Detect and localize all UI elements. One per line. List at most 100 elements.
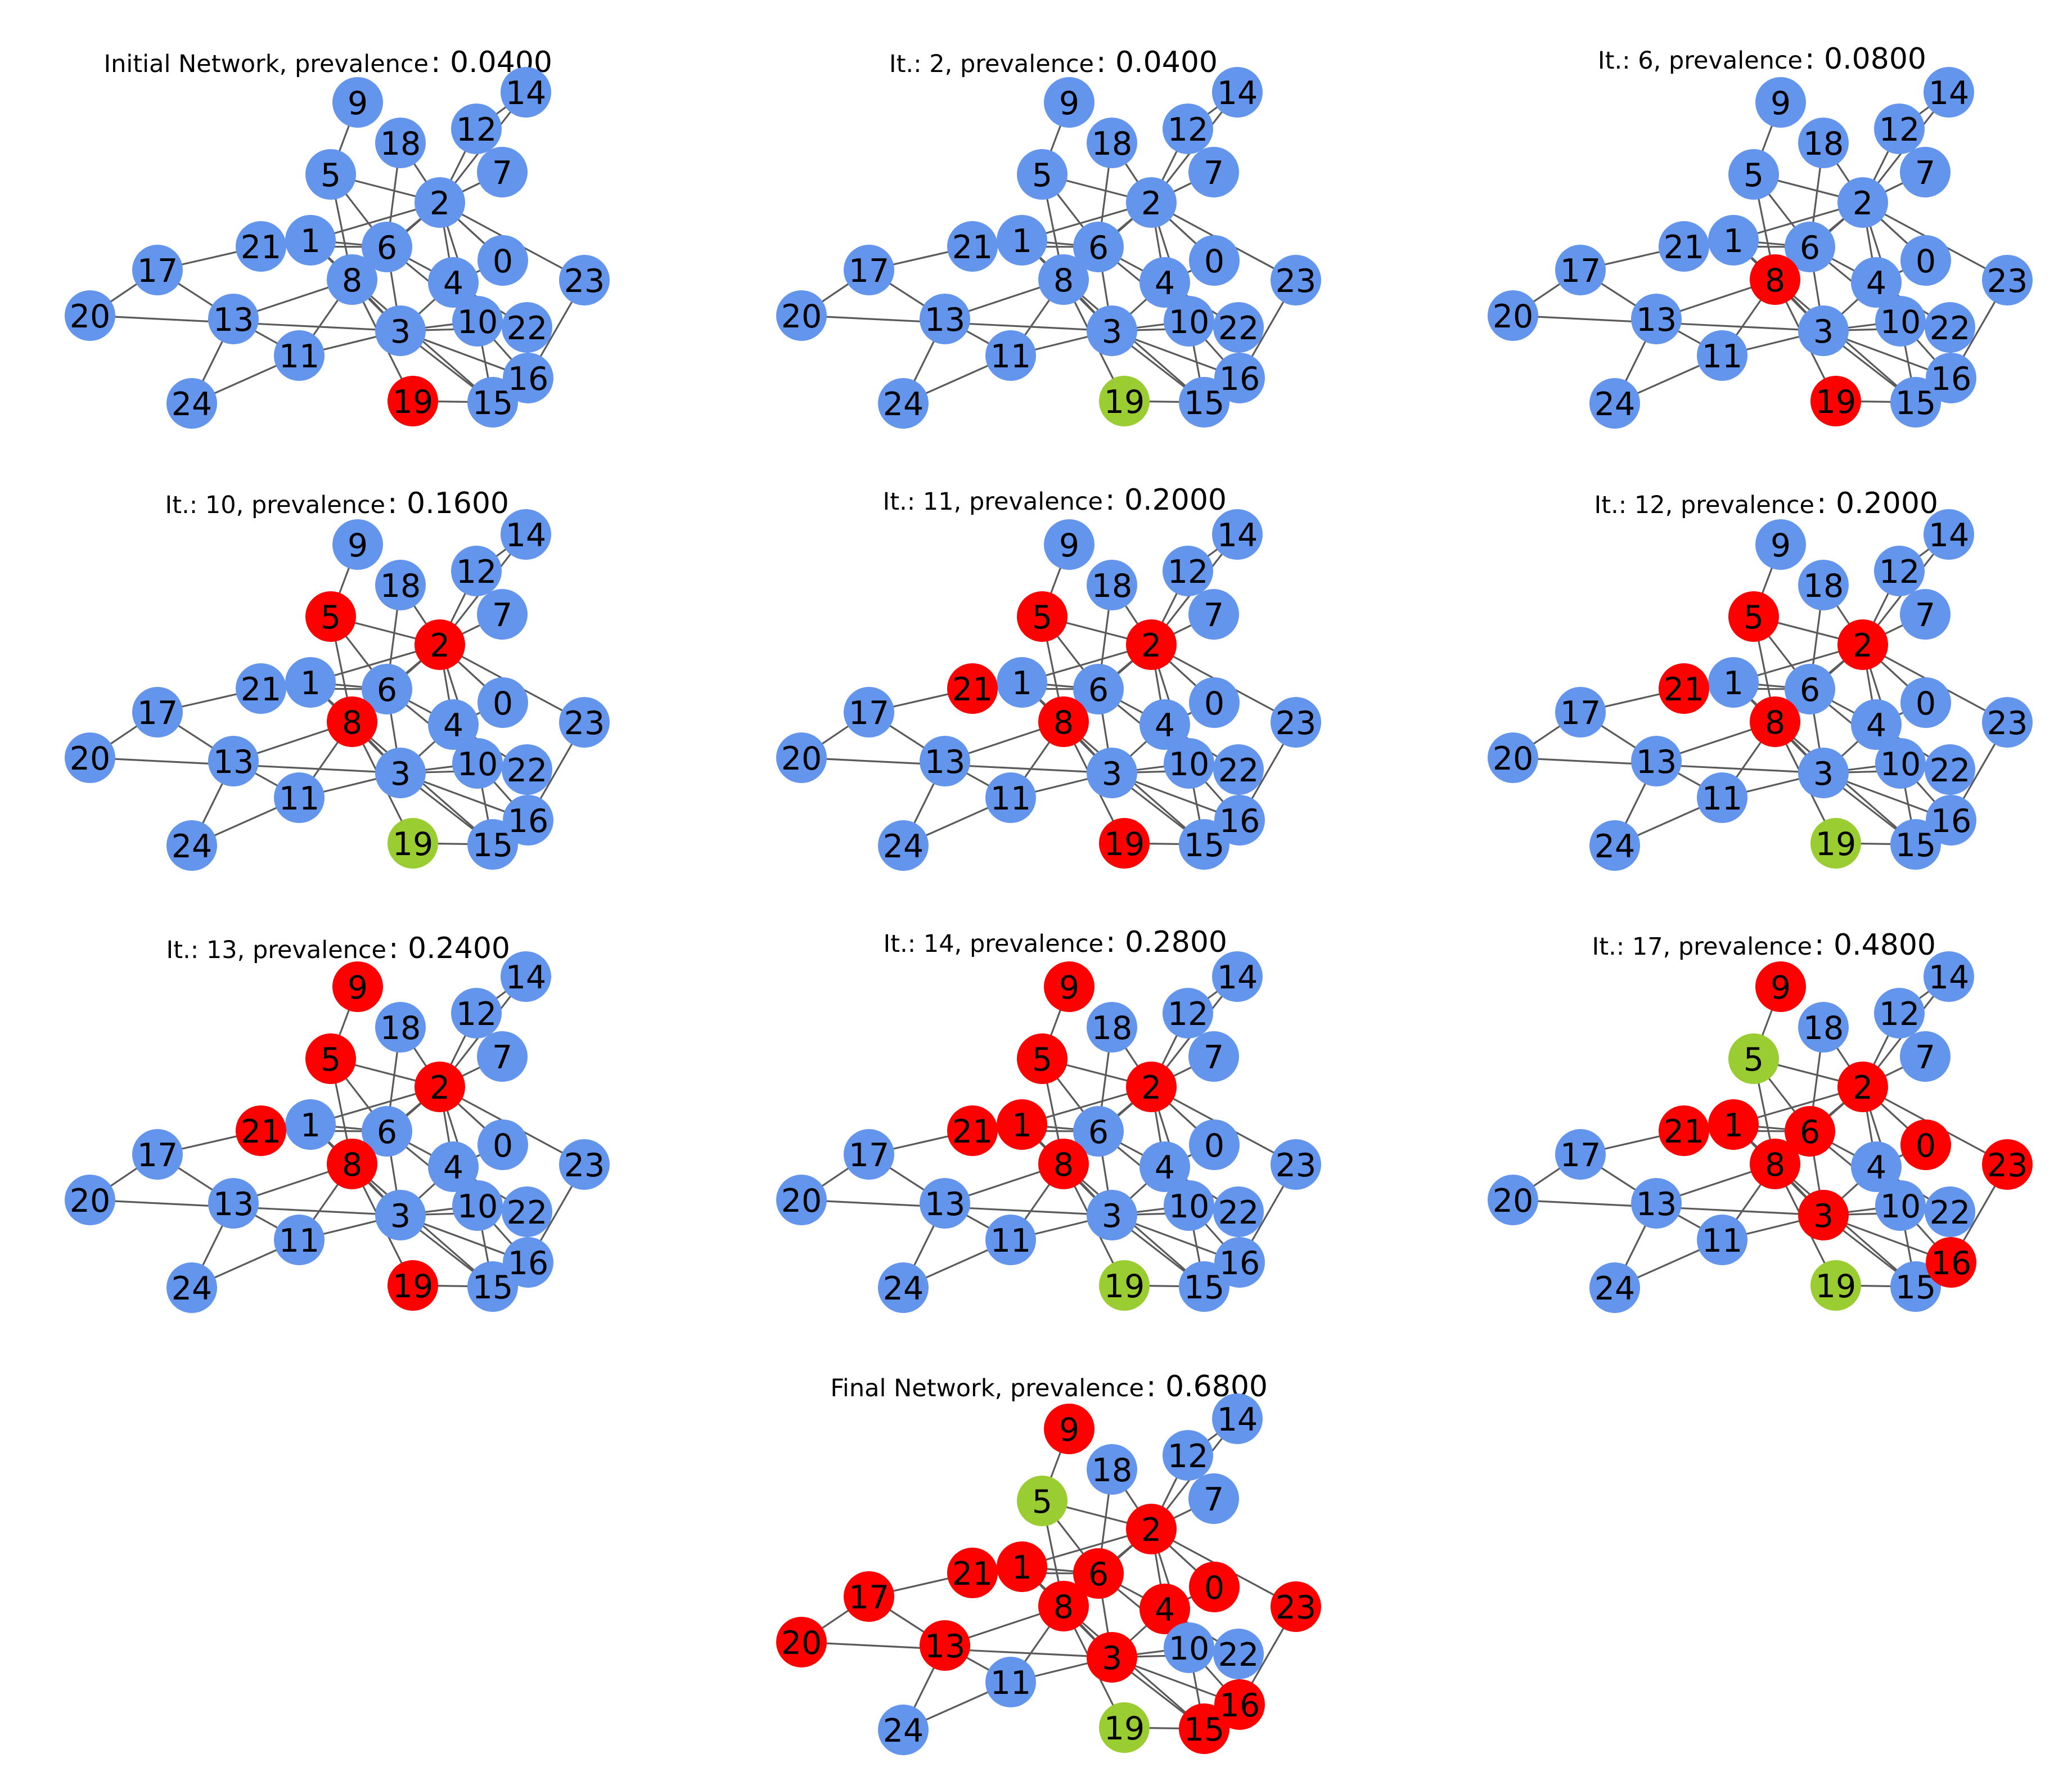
node-label: 10 xyxy=(1169,304,1210,341)
node-label: 1 xyxy=(1012,665,1032,702)
node-label: 8 xyxy=(1765,262,1785,299)
node-circle-susceptible xyxy=(1900,1031,1951,1082)
node-circle-susceptible xyxy=(452,738,503,789)
node-circle-infected xyxy=(947,663,998,714)
node-label: 3 xyxy=(390,1198,411,1235)
node-3: 3 xyxy=(1087,748,1137,798)
node-18: 18 xyxy=(375,118,426,168)
node-2: 2 xyxy=(1126,619,1177,670)
node-circle-susceptible xyxy=(208,1178,259,1229)
node-label: 20 xyxy=(70,298,111,335)
node-21: 21 xyxy=(1659,1105,1709,1156)
node-label: 11 xyxy=(990,780,1032,817)
node-label: 0 xyxy=(1916,243,1936,280)
node-label: 6 xyxy=(1800,1114,1820,1151)
node-12: 12 xyxy=(1163,988,1213,1038)
node-16: 16 xyxy=(1214,795,1265,846)
node-3: 3 xyxy=(1798,748,1849,798)
node-circle-recovered xyxy=(1099,376,1150,426)
node-label: 11 xyxy=(279,1222,320,1260)
node-6: 6 xyxy=(1785,664,1835,714)
node-3: 3 xyxy=(1798,1190,1849,1240)
node-2: 2 xyxy=(415,1062,465,1112)
node-circle-infected xyxy=(415,1062,465,1112)
node-5: 5 xyxy=(305,1033,356,1084)
node-label: 0 xyxy=(493,1127,513,1164)
node-circle-susceptible xyxy=(1798,305,1849,356)
node-circle-susceptible xyxy=(1697,330,1747,381)
node-label: 2 xyxy=(1141,1069,1161,1107)
node-circle-susceptible xyxy=(1697,772,1747,823)
node-9: 9 xyxy=(332,77,383,128)
node-circle-susceptible xyxy=(1874,104,1925,154)
node-label: 7 xyxy=(1915,155,1935,192)
node-label: 3 xyxy=(1813,313,1834,350)
node-label: 19 xyxy=(1816,826,1857,863)
node-16: 16 xyxy=(1214,353,1265,403)
node-circle-infected xyxy=(327,1139,377,1189)
node-circle-susceptible xyxy=(452,1180,503,1231)
node-circle-susceptible xyxy=(1213,302,1264,353)
node-label: 9 xyxy=(1771,969,1791,1006)
node-22: 22 xyxy=(502,1186,552,1237)
node-circle-recovered xyxy=(1099,1260,1150,1311)
node-label: 20 xyxy=(70,1182,111,1220)
node-circle-infected xyxy=(1659,1105,1709,1156)
node-label: 16 xyxy=(508,361,549,398)
node-6: 6 xyxy=(362,664,412,714)
node-circle-susceptible xyxy=(305,149,356,200)
node-21: 21 xyxy=(947,1105,998,1156)
node-label: 5 xyxy=(1032,1483,1052,1521)
node-11: 11 xyxy=(985,772,1036,823)
node-circle-susceptible xyxy=(1798,118,1849,168)
node-circle-susceptible xyxy=(1188,589,1239,640)
node-label: 14 xyxy=(1217,517,1258,554)
node-circle-susceptible xyxy=(1164,1180,1214,1231)
node-label: 19 xyxy=(1104,1710,1145,1747)
node-5: 5 xyxy=(305,591,356,642)
node-circle-infected xyxy=(1659,663,1709,714)
node-18: 18 xyxy=(1798,560,1849,610)
node-label: 22 xyxy=(507,752,548,789)
node-label: 23 xyxy=(1276,1589,1317,1626)
node-14: 14 xyxy=(1212,951,1263,1002)
node-circle-infected xyxy=(1044,1404,1094,1454)
node-label: 0 xyxy=(493,685,513,722)
node-label: 21 xyxy=(952,229,993,266)
node-label: 20 xyxy=(781,740,822,777)
node-7: 7 xyxy=(1900,147,1951,197)
node-circle-susceptible xyxy=(1589,378,1640,429)
node-circle-susceptible xyxy=(1900,147,1951,197)
node-circle-susceptible xyxy=(1890,1261,1941,1312)
node-0: 0 xyxy=(1900,1119,1951,1170)
node-23: 23 xyxy=(559,697,610,748)
node-label: 10 xyxy=(1880,304,1921,341)
node-label: 20 xyxy=(781,298,822,335)
node-0: 0 xyxy=(1900,677,1951,728)
node-circle-susceptible xyxy=(501,951,551,1002)
node-circle-susceptible xyxy=(1087,1002,1137,1053)
panel-title-value: : 0.2800 xyxy=(1106,925,1227,959)
panel-title-value: : 0.0800 xyxy=(1805,42,1926,76)
node-circle-susceptible xyxy=(1214,795,1265,846)
node-circle-susceptible xyxy=(362,222,412,272)
node-23: 23 xyxy=(1271,697,1321,748)
node-10: 10 xyxy=(1875,738,1926,789)
node-label: 14 xyxy=(1217,1401,1258,1438)
node-circle-infected xyxy=(1750,1139,1800,1189)
node-circle-infected xyxy=(1044,961,1094,1012)
node-21: 21 xyxy=(236,221,286,272)
node-circle-susceptible xyxy=(1874,988,1925,1038)
node-circle-susceptible xyxy=(1087,118,1137,168)
node-label: 6 xyxy=(377,230,397,267)
node-label: 24 xyxy=(172,386,213,423)
node-19: 19 xyxy=(1099,818,1150,869)
node-22: 22 xyxy=(1925,1186,1975,1237)
node-22: 22 xyxy=(1925,302,1975,353)
node-circle-infected xyxy=(1017,1033,1067,1084)
node-6: 6 xyxy=(1073,1548,1124,1599)
node-4: 4 xyxy=(428,1141,479,1192)
node-label: 20 xyxy=(781,1182,822,1220)
